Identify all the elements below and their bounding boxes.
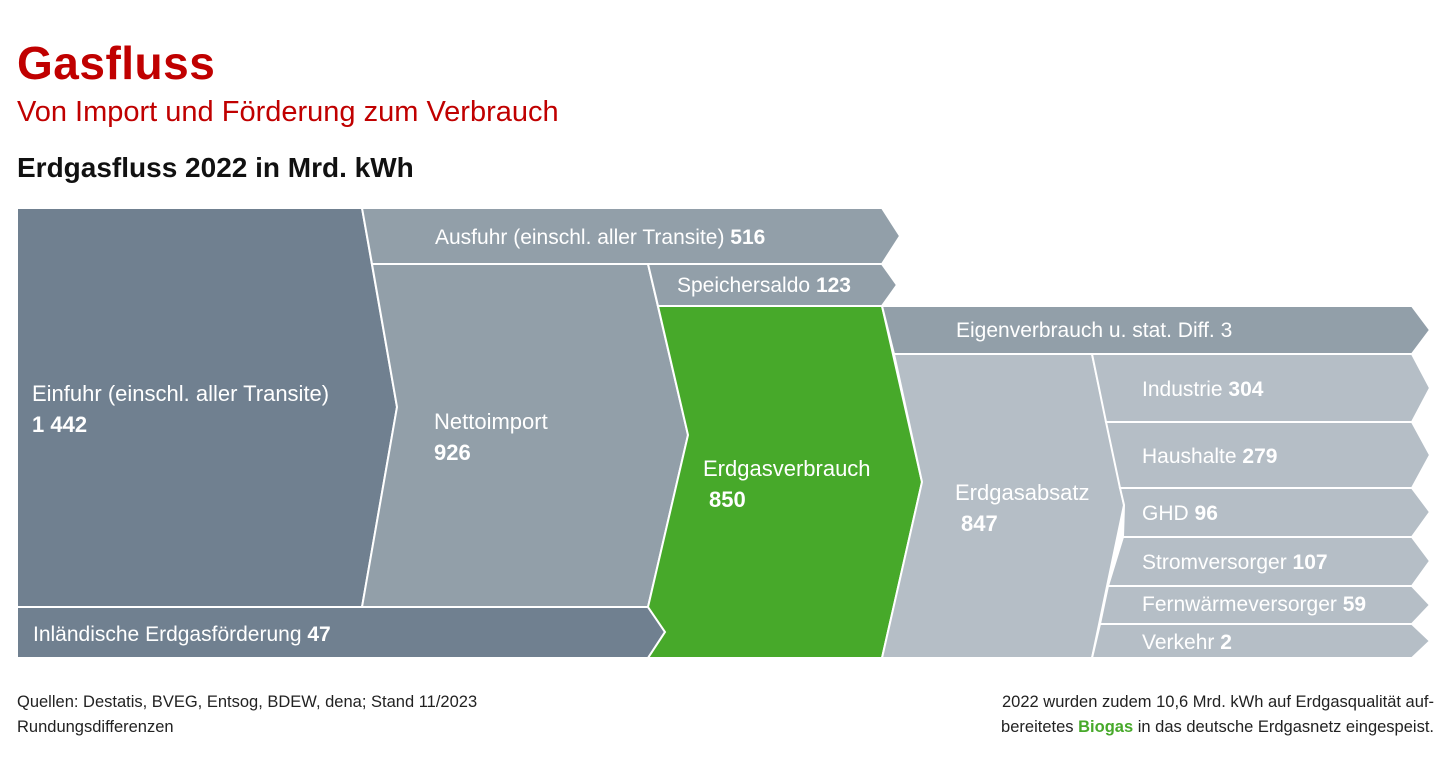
label-stromversorger-text: Stromversorger: [1142, 551, 1287, 574]
note-line-1: 2022 wurden zudem 10,6 Mrd. kWh auf Erdg…: [1002, 693, 1434, 711]
flow-fernwaermeversorger: [1098, 585, 1432, 625]
label-erdgasabsatz-value: 847: [961, 511, 998, 536]
flow-ausfuhr: [360, 207, 902, 265]
label-erdgasverbrauch: Erdgasverbrauch 850: [703, 453, 871, 515]
label-erdgasabsatz: Erdgasabsatz 847: [955, 477, 1090, 539]
label-eigenverbrauch-text: Eigenverbrauch u. stat. Diff.: [956, 319, 1215, 342]
label-nettoimport: Nettoimport 926: [434, 406, 548, 468]
footer-sources: Quellen: Destatis, BVEG, Entsog, BDEW, d…: [17, 690, 477, 740]
label-haushalte-value: 279: [1242, 445, 1278, 468]
label-einfuhr: Einfuhr (einschl. aller Transite) 1 442: [32, 378, 329, 440]
chart-title: Erdgasfluss 2022 in Mrd. kWh: [17, 152, 414, 183]
label-fernwaermeversorger: Fernwärmeversorger 59: [1142, 589, 1366, 620]
flow-industrie: [1090, 353, 1432, 423]
label-ghd: GHD 96: [1142, 498, 1218, 529]
note-line-2-pre: bereitetes: [1001, 718, 1074, 736]
label-nettoimport-value: 926: [434, 440, 471, 465]
page-subtitle: Von Import und Förderung zum Verbrauch: [17, 96, 559, 128]
label-erdgasabsatz-text: Erdgasabsatz: [955, 480, 1090, 505]
label-fernwaermeversorger-value: 59: [1342, 593, 1367, 616]
note-line-2-post: in das deutsche Erdgasnetz eingespeist.: [1137, 718, 1434, 736]
label-inland-value: 47: [307, 623, 331, 646]
label-erdgasverbrauch-text: Erdgasverbrauch: [703, 456, 871, 481]
label-verkehr-text: Verkehr: [1142, 631, 1215, 654]
label-ausfuhr-value: 516: [730, 226, 766, 249]
label-stromversorger-value: 107: [1292, 551, 1328, 574]
flow-stromversorger: [1106, 536, 1432, 587]
biogas-highlight: Biogas: [1078, 718, 1134, 736]
label-inland-text: Inländische Erdgasförderung: [33, 623, 302, 646]
flow-speichersaldo: [646, 263, 899, 307]
label-verkehr: Verkehr 2: [1142, 627, 1232, 658]
label-einfuhr-text: Einfuhr (einschl. aller Transite): [32, 381, 330, 406]
label-fernwaermeversorger-text: Fernwärmeversorger: [1142, 593, 1337, 616]
note-line-2: bereitetes Biogas in das deutsche Erdgas…: [1001, 715, 1434, 740]
label-ghd-value: 96: [1194, 502, 1218, 525]
sources-line: Quellen: Destatis, BVEG, Entsog, BDEW, d…: [17, 693, 478, 711]
page-title: Gasfluss: [17, 37, 216, 89]
label-verkehr-value: 2: [1220, 631, 1232, 654]
label-inland: Inländische Erdgasförderung 47: [33, 619, 331, 650]
footer-biogas-note: 2022 wurden zudem 10,6 Mrd. kWh auf Erdg…: [1001, 690, 1434, 740]
label-speichersaldo: Speichersaldo 123: [677, 270, 851, 301]
label-haushalte: Haushalte 279: [1142, 441, 1277, 472]
label-ausfuhr: Ausfuhr (einschl. aller Transite) 516: [435, 222, 765, 253]
label-industrie: Industrie 304: [1142, 374, 1263, 405]
label-haushalte-text: Haushalte: [1142, 445, 1237, 468]
label-speichersaldo-value: 123: [815, 274, 851, 297]
label-ghd-text: GHD: [1142, 502, 1189, 525]
rounding-note: Rundungsdifferenzen: [17, 718, 174, 736]
label-eigenverbrauch: Eigenverbrauch u. stat. Diff. 3: [956, 315, 1232, 346]
flow-eigenverbrauch: [880, 305, 1432, 355]
label-einfuhr-value: 1 442: [32, 412, 88, 437]
label-ausfuhr-text: Ausfuhr (einschl. aller Transite): [435, 226, 725, 249]
label-industrie-text: Industrie: [1142, 378, 1223, 401]
label-erdgasverbrauch-value: 850: [709, 487, 746, 512]
flow-haushalte: [1104, 421, 1432, 489]
label-eigenverbrauch-value: 3: [1220, 319, 1233, 342]
label-nettoimport-text: Nettoimport: [434, 409, 548, 434]
flow-verkehr: [1090, 623, 1432, 659]
label-stromversorger: Stromversorger 107: [1142, 547, 1328, 578]
label-industrie-value: 304: [1228, 378, 1264, 401]
label-speichersaldo-text: Speichersaldo: [677, 274, 811, 297]
